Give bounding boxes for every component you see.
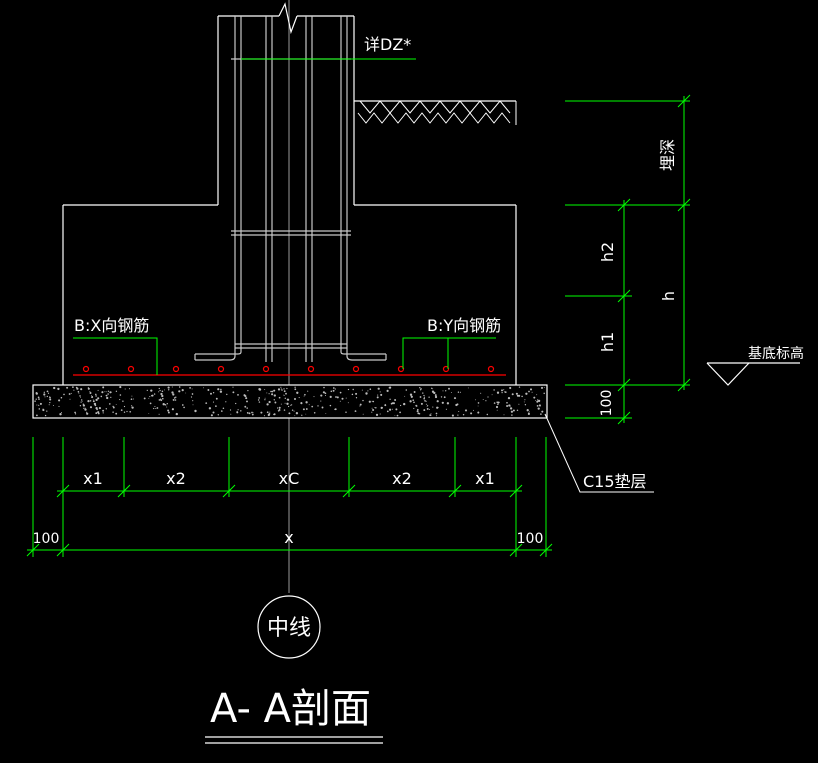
section-title: A- A剖面 [210,686,371,732]
total-x-label: x [284,528,293,547]
centerline-bubble [257,595,321,659]
rebar-leaders [73,337,496,375]
column-stirrups [231,58,351,349]
soil-hatch [357,100,517,125]
x2-left-label: x2 [166,469,186,488]
rebar-y-label: B:Y向钢筋 [427,316,501,335]
column-ref-label: 详DZ* [364,35,411,54]
cushion-label: C15垫层 [583,472,647,491]
bottom-rebar [73,365,506,376]
cushion-layer [32,384,548,419]
xc-label: xC [279,469,300,488]
cushion-leader [544,413,654,493]
column-outline [217,2,355,205]
h-label: h [659,291,678,301]
x2-right-label: x2 [392,469,412,488]
x1-left-label: x1 [83,469,103,488]
h2-label: h2 [598,242,617,262]
h1-label: h1 [598,332,617,352]
column-rebar [194,16,387,362]
ext-right-label: 100 [517,531,544,547]
rebar-x-label: B:X向钢筋 [74,316,149,335]
depth-label: 埋深 [658,139,677,171]
bottom-dimension-lines [26,437,553,557]
footing-outline [62,204,517,385]
cushion-thk-label: 100 [599,390,615,417]
base-elev-label: 基底标高 [748,345,804,362]
ext-left-label: 100 [33,531,60,547]
right-dimension-lines [565,94,691,425]
centerline-label: 中线 [267,616,311,641]
x1-right-label: x1 [475,469,495,488]
base-elevation-symbol [706,362,800,386]
title-underline [205,736,383,744]
